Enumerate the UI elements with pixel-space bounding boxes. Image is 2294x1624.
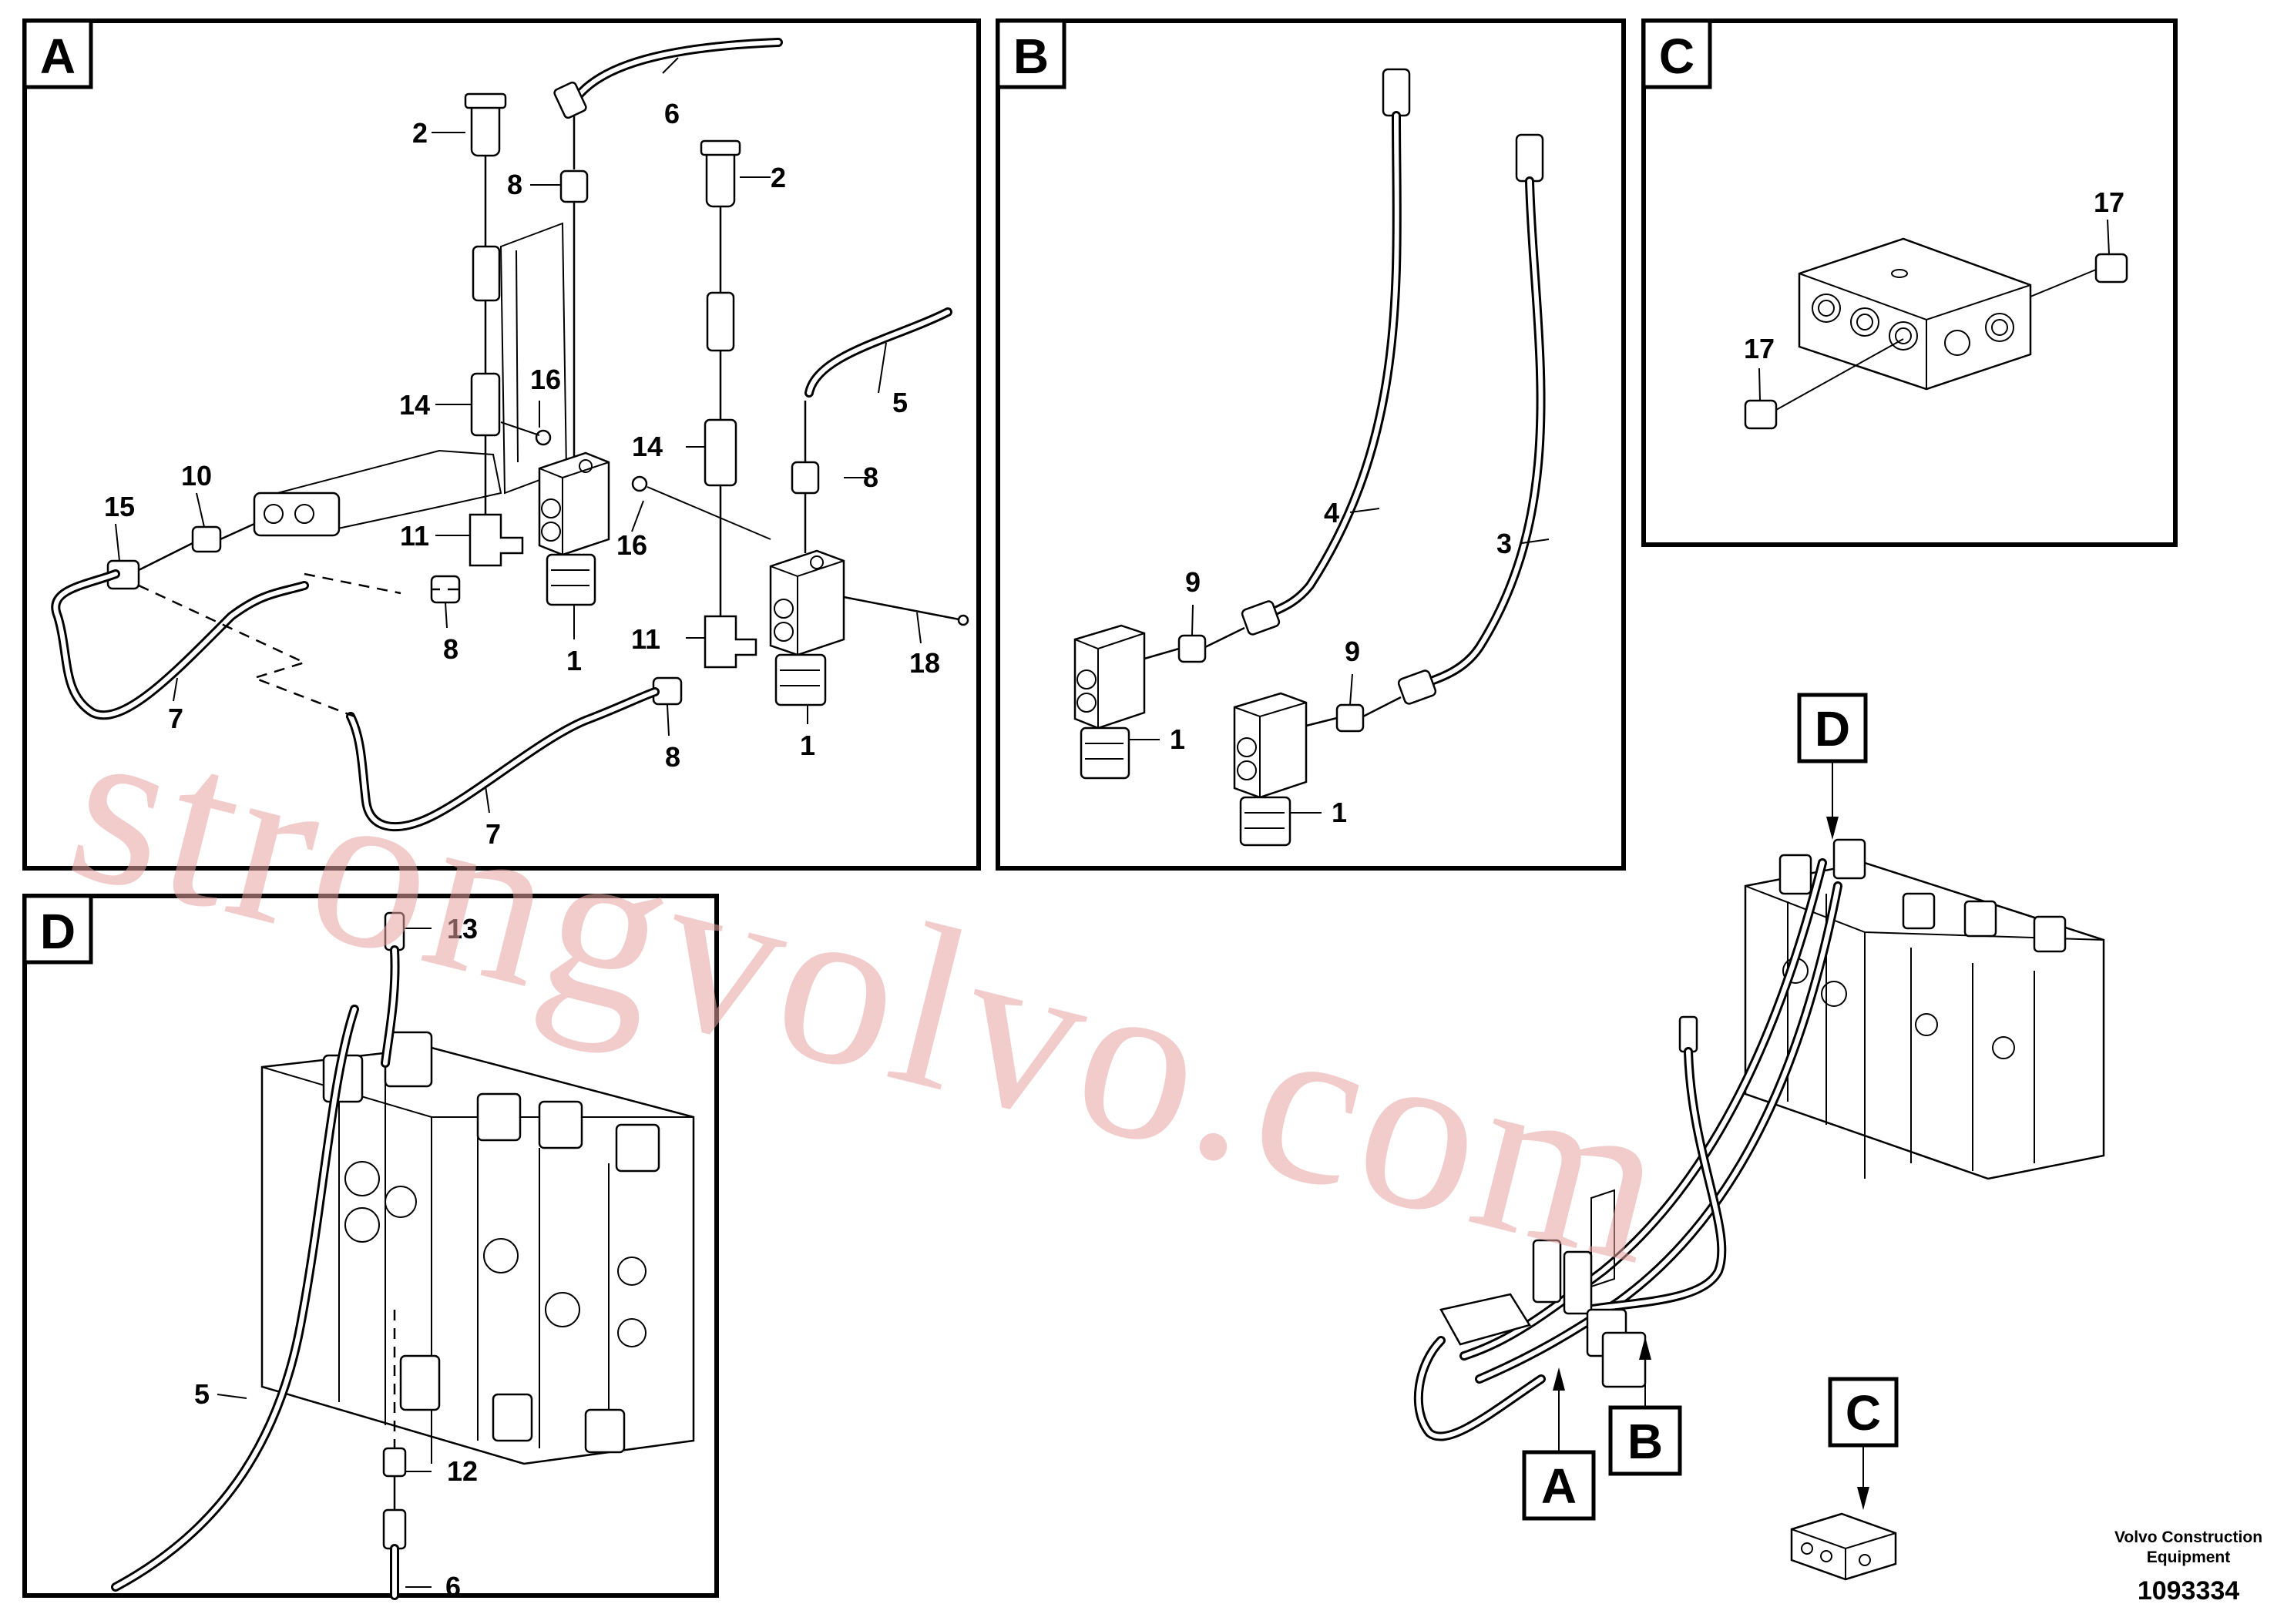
panel-c: C 17 17 [1641,18,2178,547]
label-15: 15 [104,491,135,522]
label-18: 18 [909,647,940,679]
label-9-left: 9 [1185,566,1201,598]
label-6-bottom: 6 [445,1571,461,1602]
overview-assembly: D A B C [1413,693,2105,1581]
plug-17-left [1744,399,1778,430]
plug-16-right [631,475,648,492]
overview-tag-b [1608,1405,1682,1476]
label-5-upper: 5 [892,387,908,418]
hose-4 [1259,111,1402,621]
fitting-6 [382,1508,407,1550]
solenoid-valve-b-lower [1233,692,1308,847]
overview-tag-c-letter: C [1846,1385,1881,1441]
label-2-right: 2 [771,162,786,193]
main-control-valve [260,1031,695,1465]
label-13: 13 [447,913,478,945]
label-9-right: 9 [1345,636,1360,667]
rod-18 [843,596,964,622]
panel-c-tag [1641,18,1712,89]
solenoid-valve-upper [538,451,610,606]
label-10: 10 [181,460,212,492]
label-8-top: 8 [507,169,522,200]
label-1-lower: 1 [800,730,815,761]
label-14-left: 14 [399,389,430,421]
panel-c-letter: C [1659,29,1694,84]
label-5-panel-d: 5 [194,1378,210,1410]
solenoid-valve-b-upper [1073,624,1146,780]
panel-d-tag [22,894,93,965]
label-17-left: 17 [1744,333,1775,364]
panel-b-frame [996,18,1626,871]
label-17-right: 17 [2094,186,2124,218]
adapter-10 [191,525,222,553]
label-2-left: 2 [412,117,428,149]
label-8-lower: 8 [665,741,680,773]
panel-b: B [996,18,1626,871]
solenoid-valve-lower [769,549,845,706]
plug-16-upper [535,429,552,446]
document-number: 1093334 [2138,1576,2239,1606]
label-11-right: 11 [631,623,660,655]
manifold-10 [253,492,341,537]
overview-tag-d-letter: D [1815,701,1850,757]
footer: Volvo Construction Equipment 1093334 [2114,1528,2262,1606]
label-7-lower: 7 [485,818,501,850]
distribution-block [1798,237,2032,391]
adapter-8-right [791,461,820,495]
overview-tag-c [1828,1377,1899,1448]
label-11-left: 11 [400,520,429,552]
brand-line-2: Equipment [2147,1549,2231,1566]
label-1-upper: 1 [566,645,582,676]
pressure-switch-right [700,139,757,669]
panel-a-letter: A [40,29,76,84]
label-14-right: 14 [632,431,663,462]
panel-a-frame [22,18,981,871]
label-12: 12 [447,1455,478,1487]
panel-b-tag [996,18,1066,89]
panel-b-letter: B [1013,29,1049,84]
panel-d-letter: D [40,904,76,959]
label-3: 3 [1496,528,1512,559]
panel-a: A [22,18,981,871]
label-7-left: 7 [168,703,183,734]
panel-d: D [22,894,719,1602]
mounting-bracket [499,222,568,495]
brand-line-1: Volvo Construction [2114,1528,2262,1546]
panel-a-tag [22,18,93,89]
hose-3 [1413,176,1546,690]
overview-tag-a [1522,1450,1596,1521]
label-8-mid: 8 [443,633,458,665]
panel-d-frame [22,894,719,1598]
label-6-top: 6 [664,98,680,129]
label-16-upper: 16 [530,364,561,395]
plug-17-right [2094,253,2128,284]
label-4: 4 [1324,497,1339,528]
overview-tag-b-letter: B [1627,1414,1663,1469]
adapter-12 [382,1447,407,1478]
adapter-9-right [1335,703,1365,733]
panel-c-frame [1641,18,2178,547]
label-8-right: 8 [863,461,878,493]
adapter-9-left [1177,634,1207,663]
label-1-b-lower: 1 [1332,797,1347,828]
label-1-b-upper: 1 [1170,723,1185,755]
adapter-8-top [559,169,589,203]
overview-distribution-block [1790,1512,1897,1581]
overview-tag-a-letter: A [1541,1458,1577,1514]
hose-5-upper [804,307,952,398]
label-16-right: 16 [616,529,647,561]
